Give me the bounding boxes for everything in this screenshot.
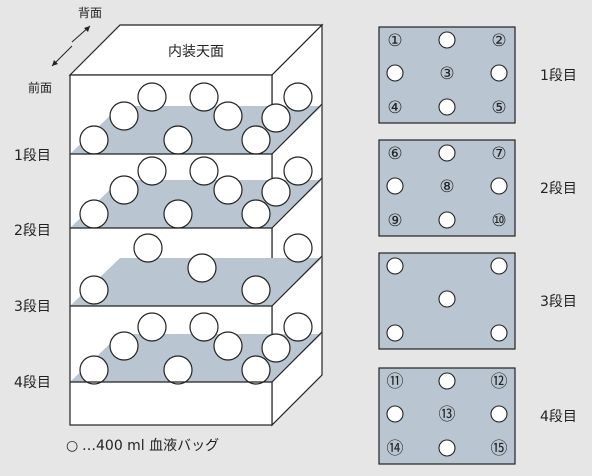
blood-bag bbox=[213, 331, 243, 361]
blood-bag bbox=[133, 233, 163, 263]
layout-grid-1: ① ② ③ ④ ⑤ 1段目 bbox=[378, 26, 577, 124]
bag-position bbox=[438, 144, 456, 162]
bag-position bbox=[386, 405, 404, 423]
bag-position bbox=[438, 211, 456, 229]
bag-position bbox=[386, 257, 404, 275]
blood-bag bbox=[137, 312, 167, 342]
front-arrow-head bbox=[52, 60, 58, 66]
blood-bag bbox=[189, 156, 219, 186]
blood-bag bbox=[261, 103, 291, 133]
bag-position-number: ① bbox=[387, 31, 402, 51]
blood-bag bbox=[109, 101, 139, 131]
blood-bag bbox=[283, 82, 313, 112]
tiers: 1段目 2段目 3段目 4段目 bbox=[14, 82, 323, 391]
blood-bag bbox=[189, 82, 219, 112]
tier-1: 1段目 bbox=[14, 82, 323, 164]
layout-grid-4: ⑪ ⑫ ⑬ ⑭ ⑮ 4段目 bbox=[378, 367, 577, 465]
bag-position bbox=[490, 405, 508, 423]
bag-position-number: ⑭ bbox=[387, 439, 404, 459]
back-arrow-head bbox=[84, 26, 90, 32]
bag-position bbox=[490, 64, 508, 82]
tier-divider-side bbox=[271, 255, 323, 307]
bag-position bbox=[438, 372, 456, 390]
blood-bag bbox=[283, 312, 313, 342]
grid-tier-label: 3段目 bbox=[540, 294, 577, 310]
bag-position bbox=[490, 324, 508, 342]
tier-divider-side bbox=[271, 331, 323, 383]
bag-position-number: ③ bbox=[439, 64, 454, 84]
bag-position-number: ④ bbox=[387, 98, 402, 118]
bag-position bbox=[386, 177, 404, 195]
grid-tier-label: 2段目 bbox=[540, 181, 577, 197]
blood-bag bbox=[163, 125, 193, 155]
front-label: 前面 bbox=[28, 80, 52, 95]
grid-tier-label: 1段目 bbox=[540, 68, 577, 84]
tier-3: 3段目 bbox=[14, 233, 323, 315]
bag-position-number: ⑧ bbox=[439, 177, 454, 197]
blood-bag bbox=[241, 199, 271, 229]
legend-text: …400 ml 血液バッグ bbox=[82, 438, 219, 454]
tier-label: 4段目 bbox=[14, 375, 51, 391]
blood-bag bbox=[283, 156, 313, 186]
blood-bag bbox=[163, 199, 193, 229]
blood-bag bbox=[283, 233, 313, 263]
bag-position bbox=[386, 324, 404, 342]
blood-bag bbox=[109, 331, 139, 361]
bag-position-number: ⑪ bbox=[387, 372, 404, 392]
blood-bag bbox=[163, 355, 193, 385]
bag-position-number: ⑮ bbox=[491, 439, 508, 459]
tier-label: 1段目 bbox=[14, 148, 51, 164]
back-label: 背面 bbox=[78, 6, 102, 20]
blood-bag bbox=[79, 275, 109, 305]
bag-position-number: ⑫ bbox=[491, 372, 508, 392]
blood-bag bbox=[241, 275, 271, 305]
tier-2: 2段目 bbox=[14, 156, 323, 239]
blood-bag bbox=[189, 312, 219, 342]
blood-bag bbox=[79, 355, 109, 385]
bag-position-number: ⑥ bbox=[387, 144, 402, 164]
blood-bag bbox=[261, 333, 291, 363]
bag-position bbox=[438, 290, 456, 308]
bag-position-number: ⑤ bbox=[491, 98, 506, 118]
blood-bag bbox=[213, 101, 243, 131]
bag-position-number: ⑬ bbox=[439, 405, 456, 425]
legend: ○ …400 ml 血液バッグ bbox=[66, 438, 219, 454]
cabinet-top-label: 内装天面 bbox=[168, 44, 224, 60]
layout-grid-2: ⑥ ⑦ ⑧ ⑨ ⑩ 2段目 bbox=[378, 139, 577, 237]
blood-bag bbox=[109, 175, 139, 205]
tier-label: 3段目 bbox=[14, 299, 51, 315]
bag-position bbox=[490, 257, 508, 275]
blood-bag bbox=[137, 156, 167, 186]
blood-bag bbox=[213, 175, 243, 205]
bag-position bbox=[438, 98, 456, 116]
bag-position bbox=[490, 177, 508, 195]
tier-4: 4段目 bbox=[14, 312, 323, 391]
blood-bag bbox=[79, 125, 109, 155]
blood-bag bbox=[241, 355, 271, 385]
bag-position-number: ② bbox=[491, 31, 506, 51]
tier-label: 2段目 bbox=[14, 223, 51, 239]
tier-divider-side bbox=[271, 103, 323, 155]
grid-tier-label: 4段目 bbox=[540, 409, 577, 425]
layout-grids: ① ② ③ ④ ⑤ 1段目 ⑥ ⑦ ⑧ ⑨ ⑩ 2段目 3段目 ⑪ ⑫ ⑬ ⑭ ⑮ 4段目 bbox=[378, 26, 577, 465]
direction-arrows: 背面 前面 bbox=[28, 6, 102, 95]
bag-position bbox=[438, 31, 456, 49]
blood-bag bbox=[137, 82, 167, 112]
bag-position-number: ⑩ bbox=[491, 211, 506, 231]
blood-bag bbox=[79, 199, 109, 229]
bag-position-number: ⑨ bbox=[387, 211, 402, 231]
blood-bag bbox=[187, 253, 217, 283]
bag-position bbox=[386, 64, 404, 82]
bag-position-number: ⑦ bbox=[491, 144, 506, 164]
legend-symbol: ○ bbox=[66, 438, 78, 454]
blood-bag bbox=[261, 177, 291, 207]
layout-grid-3: 3段目 bbox=[378, 252, 577, 350]
tier-divider-side bbox=[271, 177, 323, 229]
blood-bag bbox=[241, 125, 271, 155]
bag-position bbox=[438, 439, 456, 457]
